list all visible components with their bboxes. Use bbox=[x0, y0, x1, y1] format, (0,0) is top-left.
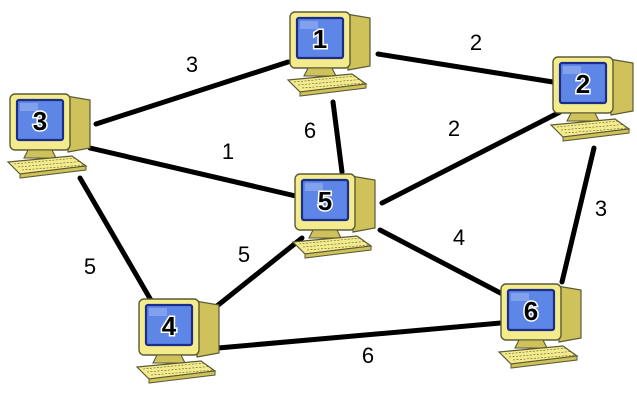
link-weight-3-4: 5 bbox=[84, 254, 96, 279]
link-4-5 bbox=[209, 235, 305, 313]
computer-node-5[interactable]: 5 bbox=[291, 173, 376, 259]
link-2-6 bbox=[559, 145, 597, 285]
desktop-computer-icon bbox=[138, 298, 220, 364]
desktop-computer-icon bbox=[294, 173, 376, 239]
link-5-2 bbox=[379, 109, 563, 206]
link-weight-3-5: 1 bbox=[222, 139, 234, 164]
computer-node-6[interactable]: 6 bbox=[497, 283, 582, 369]
node-label-1: 1 bbox=[313, 24, 327, 54]
edges-layer bbox=[77, 51, 597, 351]
desktop-computer-icon bbox=[289, 11, 371, 77]
node-label-6: 6 bbox=[524, 296, 538, 326]
desktop-computer-icon bbox=[500, 283, 582, 349]
node-label-5: 5 bbox=[318, 186, 332, 216]
computer-node-4[interactable]: 4 bbox=[135, 298, 220, 384]
link-weight-5-6: 4 bbox=[453, 225, 465, 250]
keyboard-icon bbox=[135, 360, 217, 384]
keyboard-icon bbox=[497, 345, 579, 369]
node-label-4: 4 bbox=[162, 311, 177, 341]
computer-node-3[interactable]: 3 bbox=[6, 93, 91, 179]
link-weight-5-2: 2 bbox=[448, 116, 460, 141]
link-weight-2-6: 3 bbox=[595, 196, 607, 221]
computer-node-1[interactable]: 1 bbox=[286, 11, 371, 97]
link-4-6 bbox=[215, 319, 515, 351]
node-label-3: 3 bbox=[33, 106, 47, 136]
link-weight-1-2: 2 bbox=[470, 30, 482, 55]
link-5-6 bbox=[377, 227, 513, 301]
keyboard-icon bbox=[549, 118, 631, 142]
desktop-computer-icon bbox=[552, 56, 634, 122]
weights-layer: 3 2 6 1 2 3 5 5 4 6 bbox=[84, 30, 607, 368]
node-label-2: 2 bbox=[576, 69, 590, 99]
desktop-computer-icon bbox=[9, 93, 91, 159]
computer-node-2[interactable]: 2 bbox=[549, 56, 634, 142]
link-weight-3-1: 3 bbox=[186, 52, 198, 77]
nodes-layer: 1 2 3 4 5 6 bbox=[6, 11, 634, 384]
link-3-4 bbox=[77, 175, 155, 305]
link-1-2 bbox=[375, 51, 556, 85]
link-weight-1-5: 6 bbox=[304, 118, 316, 143]
link-1-5 bbox=[330, 99, 345, 175]
link-weight-4-6: 6 bbox=[362, 343, 374, 368]
link-weight-4-5: 5 bbox=[238, 242, 250, 267]
link-3-1 bbox=[93, 59, 291, 127]
keyboard-icon bbox=[286, 73, 368, 97]
keyboard-icon bbox=[6, 155, 88, 179]
keyboard-icon bbox=[291, 235, 373, 259]
link-3-5 bbox=[87, 145, 303, 200]
